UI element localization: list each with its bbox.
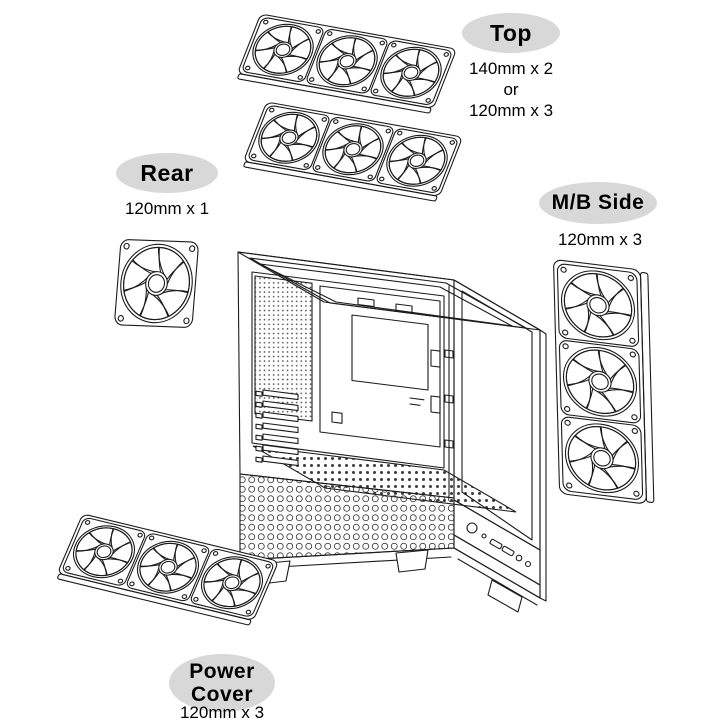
motherboard-area <box>320 286 440 447</box>
rear-spec-line: 120mm x 1 <box>124 199 210 218</box>
top-fan-strip-2 <box>241 102 462 202</box>
rear-fan-spec: 120mm x 1 <box>104 198 230 219</box>
rear-fan <box>114 238 201 330</box>
top-location-label: Top <box>490 19 532 46</box>
case-foot <box>396 550 428 572</box>
mb-side-fan-strip <box>553 259 653 505</box>
power-cover-spec-line: 120mm x 3 <box>179 703 265 722</box>
led-indicator-icon <box>482 534 486 538</box>
top-fan-spec: 140mm x 2 or 120mm x 3 <box>446 58 576 121</box>
audio-jack-icon <box>516 555 522 561</box>
power-cover-fan-spec: 120mm x 3 <box>160 702 284 723</box>
case-foot <box>488 580 522 612</box>
case-base <box>240 548 540 612</box>
top-spec-line3: 120mm x 3 <box>468 101 554 120</box>
tray-vent-mesh <box>255 276 312 421</box>
rear-location-label: Rear <box>140 159 194 186</box>
usb-port-icon <box>502 546 515 556</box>
pci-slots <box>256 390 298 466</box>
case-right-edge <box>540 330 546 601</box>
mb-side-spec-line: 120mm x 3 <box>557 230 643 249</box>
top-location-badge: Top <box>462 13 560 53</box>
usb-port-icon <box>490 539 503 549</box>
motherboard-tray <box>252 272 444 468</box>
rear-location-badge: Rear <box>116 153 218 193</box>
pc-case <box>238 252 546 612</box>
power-cover-label-line2: Cover <box>190 683 254 706</box>
mic-jack-icon <box>526 562 531 567</box>
top-spec-line2: or <box>503 80 519 99</box>
power-button-icon <box>467 523 477 533</box>
power-cover-label-line1: Power <box>189 659 255 683</box>
mb-side-location-label: M/B Side <box>551 191 645 214</box>
power-cover-location-badge: Power Cover <box>169 654 275 712</box>
cpu-cutout <box>352 315 428 390</box>
shroud-floor-mesh <box>253 446 516 512</box>
mb-side-location-badge: M/B Side <box>539 182 657 224</box>
mb-side-fan-spec: 120mm x 3 <box>538 229 662 250</box>
top-spec-line1: 140mm x 2 <box>468 59 554 78</box>
top-fan-strip-1 <box>235 14 456 114</box>
